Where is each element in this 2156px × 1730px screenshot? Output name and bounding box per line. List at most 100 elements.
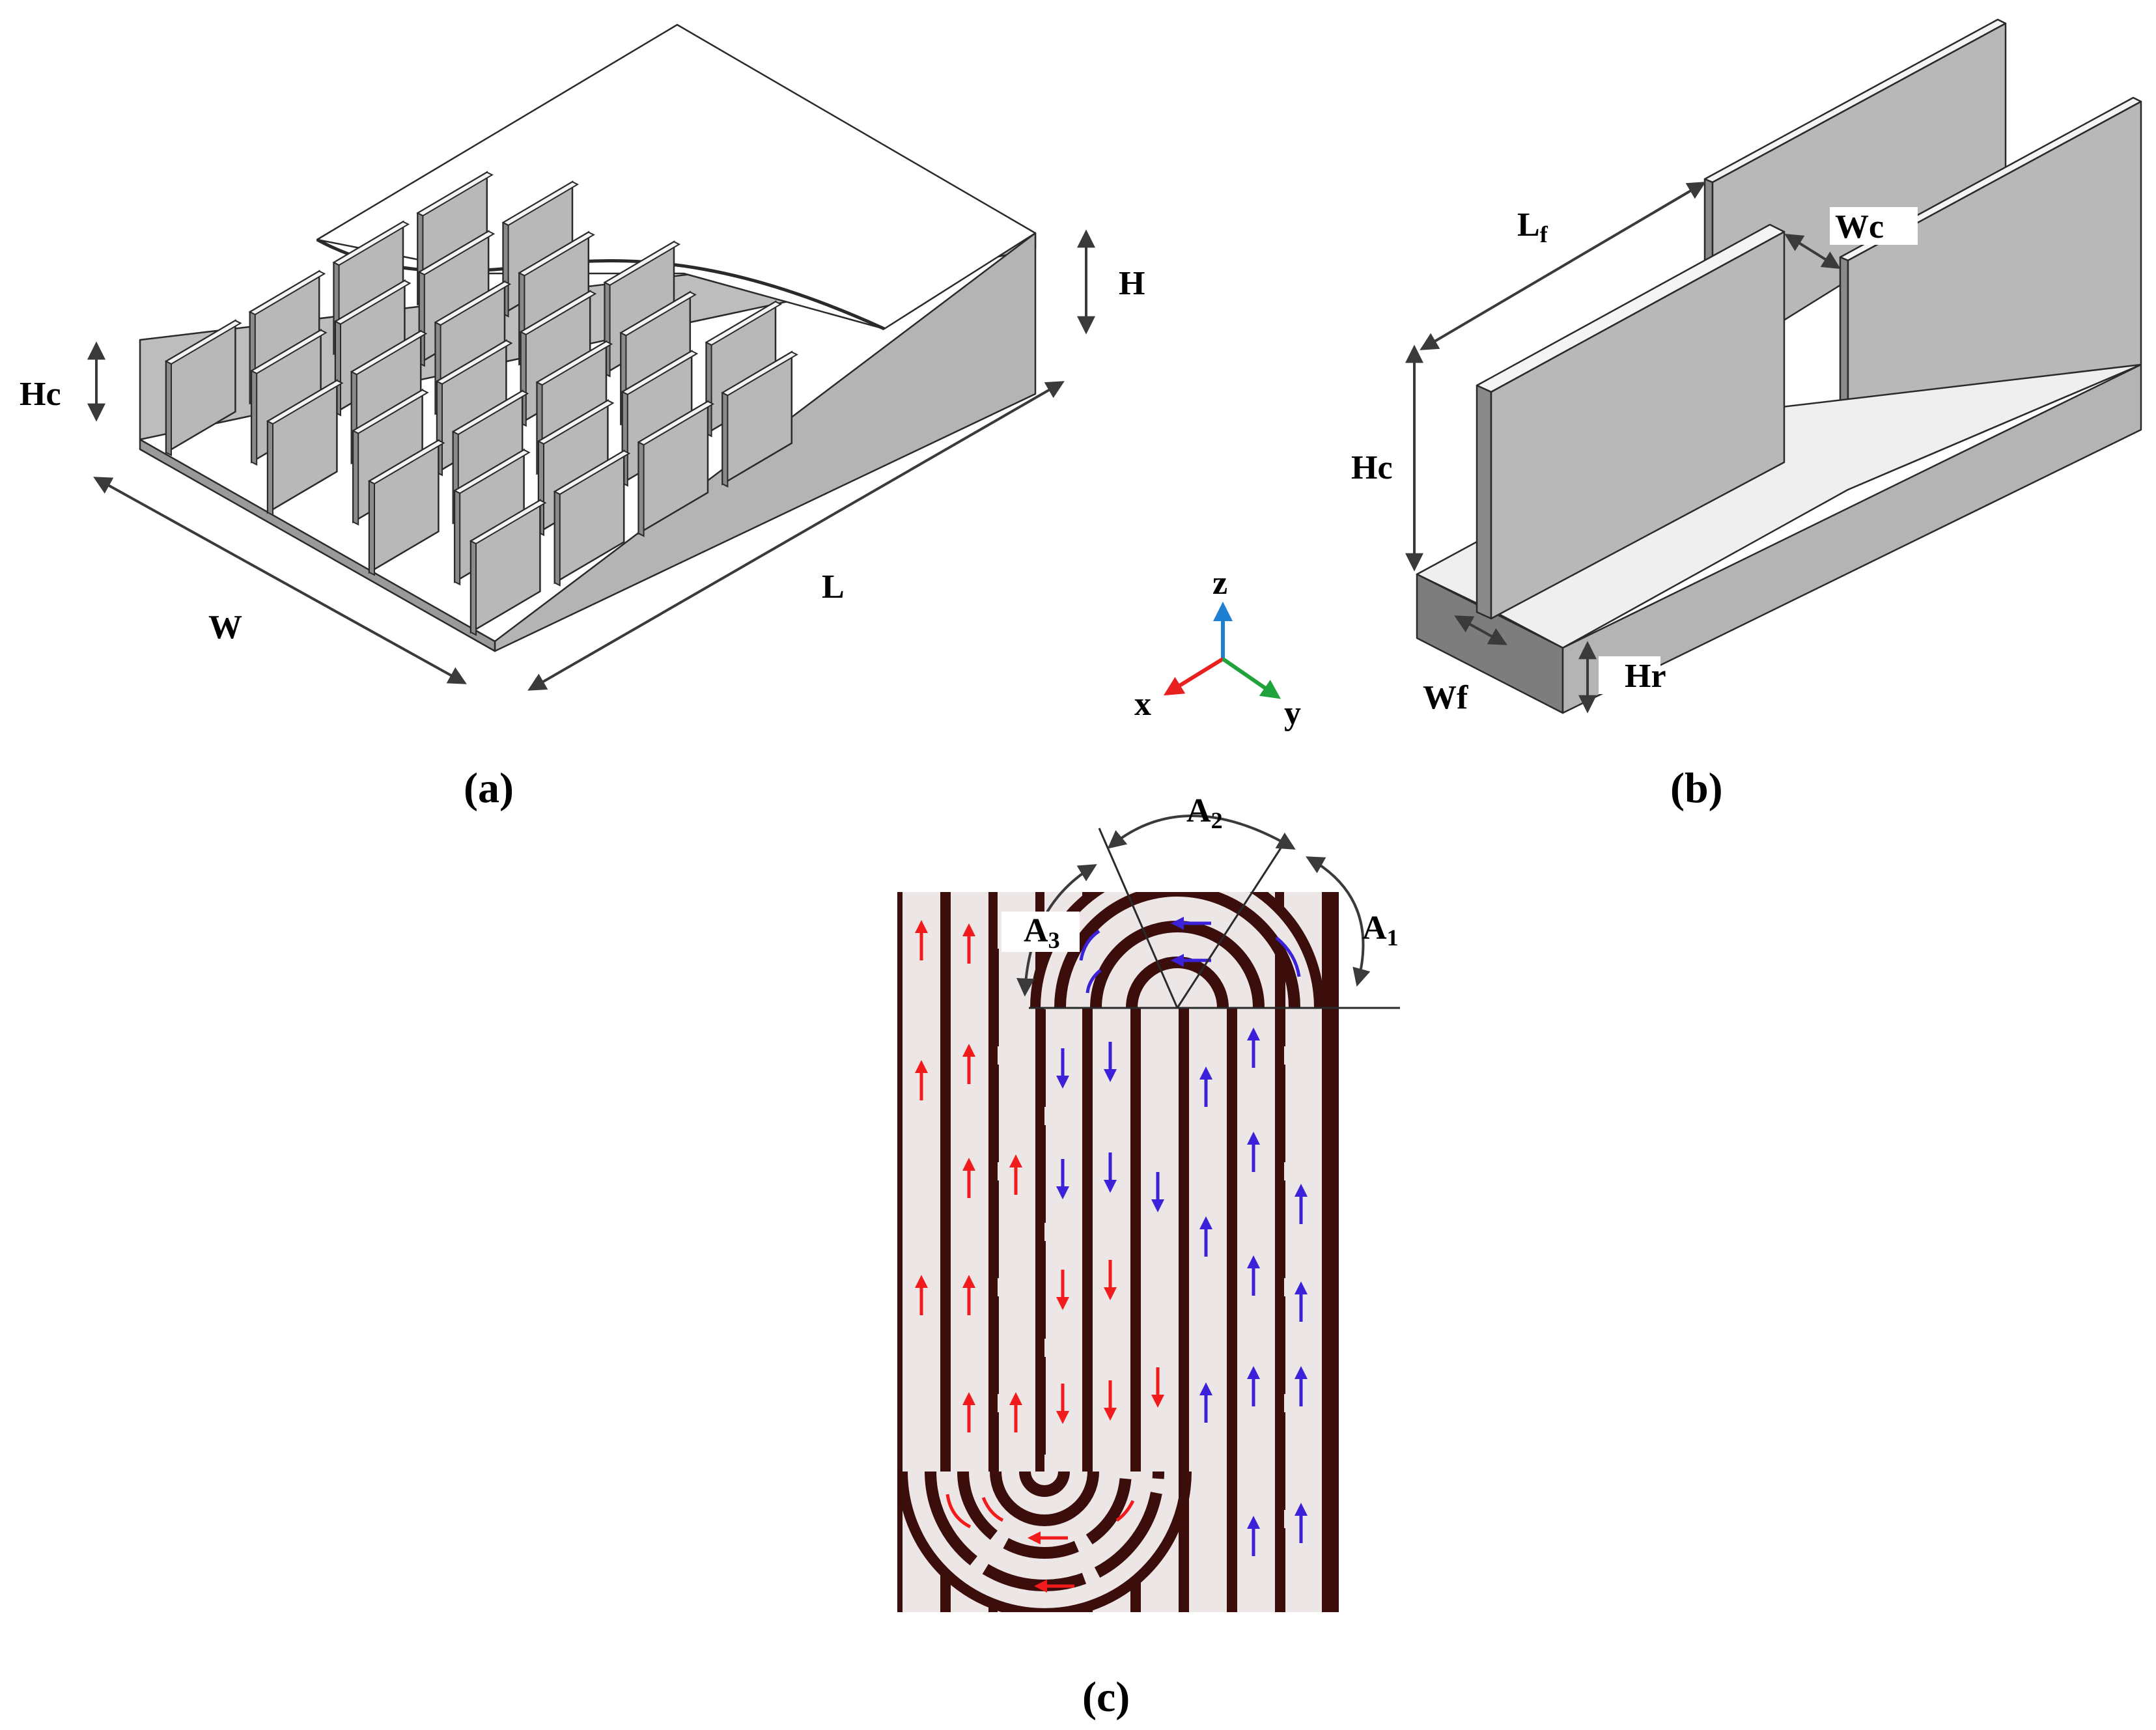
fin-length-dim-arrow	[1420, 182, 1706, 350]
straight-fin	[1179, 1180, 1189, 1278]
straight-fin	[1227, 1589, 1237, 1612]
hot-flow-arrow-head	[962, 1392, 975, 1405]
sector-ray-right	[1176, 839, 1287, 1009]
straight-fin	[1082, 1296, 1093, 1394]
straight-fin	[1227, 1009, 1237, 1107]
cold-flow-arrow-head	[1171, 917, 1184, 930]
fin-width-label: Wf	[1423, 679, 1468, 716]
height-label: H	[1119, 265, 1145, 302]
hot-flow-arrow-head	[962, 923, 975, 936]
straight-fin	[1035, 1125, 1046, 1223]
panel-a-caption: (a)	[464, 764, 514, 812]
straight-fin	[988, 949, 999, 1046]
straight-fin	[1322, 1241, 1332, 1339]
straight-fin	[1275, 1412, 1285, 1510]
straight-fin	[1179, 1412, 1189, 1510]
straight-fin	[988, 1296, 999, 1394]
hot-flow-arrow-head	[915, 1275, 928, 1288]
rib-height-label: Hr	[1625, 658, 1666, 695]
straight-fin	[1275, 1296, 1285, 1394]
hot-flow-arrow-head	[1034, 1580, 1047, 1593]
bottom-turn-ribs	[897, 1471, 1192, 1612]
cold-flow-arrow-head	[1151, 1199, 1164, 1212]
straight-fin	[988, 1065, 999, 1162]
hot-flow-arrow-head	[962, 1158, 975, 1171]
length-label: L	[822, 568, 845, 606]
straight-fin	[1322, 1357, 1332, 1455]
straight-fin	[940, 1357, 951, 1455]
front-fin-side	[1476, 384, 1492, 620]
rib-height-label-bg	[1599, 656, 1660, 694]
straight-fin	[1035, 1241, 1046, 1339]
straight-fin	[1179, 1296, 1189, 1394]
cold-flow-arrow-head	[1247, 1027, 1260, 1040]
cold-flow-arrow-head	[1295, 1503, 1308, 1516]
bottom-turn	[897, 1471, 1192, 1612]
straight-fin	[1275, 1180, 1285, 1278]
cold-flow-arrow-head	[1104, 1069, 1117, 1082]
cold-flow-arrow-head	[1056, 1186, 1069, 1199]
angle-a1-arc	[1306, 856, 1371, 987]
bottom-turn-rib	[957, 1471, 1132, 1559]
hot-flow-arrow-head	[962, 1275, 975, 1288]
z-axis-label: z	[1212, 565, 1227, 602]
hot-flow-arrow-head	[915, 1060, 928, 1073]
straight-fin	[1082, 1065, 1093, 1162]
hot-curved-flow	[1115, 1500, 1135, 1522]
cold-flow-arrow-head	[1295, 1281, 1308, 1294]
bottom-turn-rib	[990, 1471, 1099, 1526]
straight-fin	[1035, 1009, 1046, 1107]
width-dim-arrow	[93, 477, 467, 684]
bottom-turn-rib	[1019, 1471, 1070, 1497]
straight-fin	[1322, 1589, 1332, 1612]
straight-fin	[1275, 949, 1285, 1046]
cold-flow-arrow-head	[1247, 1516, 1260, 1529]
sector-ray-left	[1098, 828, 1179, 1009]
hot-flow-arrow-head	[962, 1044, 975, 1057]
straight-fin	[1179, 1528, 1189, 1612]
channel-height-label: Hc	[1351, 449, 1393, 486]
fin-a-side	[369, 480, 375, 576]
cold-flow-arrow-head	[1247, 1132, 1260, 1145]
cold-flow-arrow-head	[1199, 1216, 1212, 1229]
straight-fin	[1130, 1125, 1141, 1223]
fluid-lane	[1237, 892, 1275, 1612]
panel-b-caption: (b)	[1670, 764, 1723, 812]
fin-a-side	[454, 490, 461, 586]
hot-flow-arrow-head	[1009, 1392, 1022, 1405]
fluid-lane	[1189, 892, 1227, 1612]
panel-a: H Hc W L (a)	[20, 23, 1145, 812]
hot-flow-arrow-head	[1056, 1297, 1069, 1310]
cold-flow-arrow-head	[1056, 1076, 1069, 1089]
coordinate-axes: z x y	[1134, 565, 1301, 732]
cold-flow-arrow-head	[1295, 1366, 1308, 1379]
fin-a-side	[721, 391, 729, 488]
straight-fin	[1035, 1357, 1046, 1455]
fin-width-dim-arrow	[1454, 615, 1507, 645]
hot-flow-arrow-head	[1009, 1154, 1022, 1167]
panel-c-caption: (c)	[1082, 1673, 1130, 1721]
straight-fin	[1227, 1241, 1237, 1339]
straight-fin	[1322, 1125, 1332, 1223]
angle-a2-label: A2	[1186, 792, 1223, 833]
fin-a-side	[470, 540, 477, 636]
x-axis	[1163, 657, 1224, 696]
hot-curved-flow	[945, 1494, 972, 1529]
straight-fin	[1130, 1241, 1141, 1339]
panel-b: Lf Wc Hc Wf Hr (b)	[1351, 18, 2142, 812]
fin-a-side	[267, 420, 273, 516]
fin-a-side	[637, 441, 645, 537]
hot-flow-arrow-head	[1028, 1531, 1041, 1544]
cold-flow-arrow-head	[1171, 954, 1184, 967]
channel-height-label: Hc	[20, 376, 61, 413]
bottom-turn-outer-wall	[897, 1471, 1192, 1612]
straight-fin	[1082, 1180, 1093, 1278]
cold-flow-arrow-head	[1295, 1184, 1308, 1197]
fin-length-label: Lf	[1517, 206, 1548, 247]
cold-curved-flow	[1275, 936, 1301, 977]
cold-flow-arrow-head	[1199, 1067, 1212, 1080]
straight-fin	[1130, 1009, 1141, 1107]
width-label: W	[208, 609, 242, 646]
panel-c: A2 A3 A1 (c)	[897, 792, 1400, 1721]
straight-fin	[1082, 1412, 1093, 1472]
